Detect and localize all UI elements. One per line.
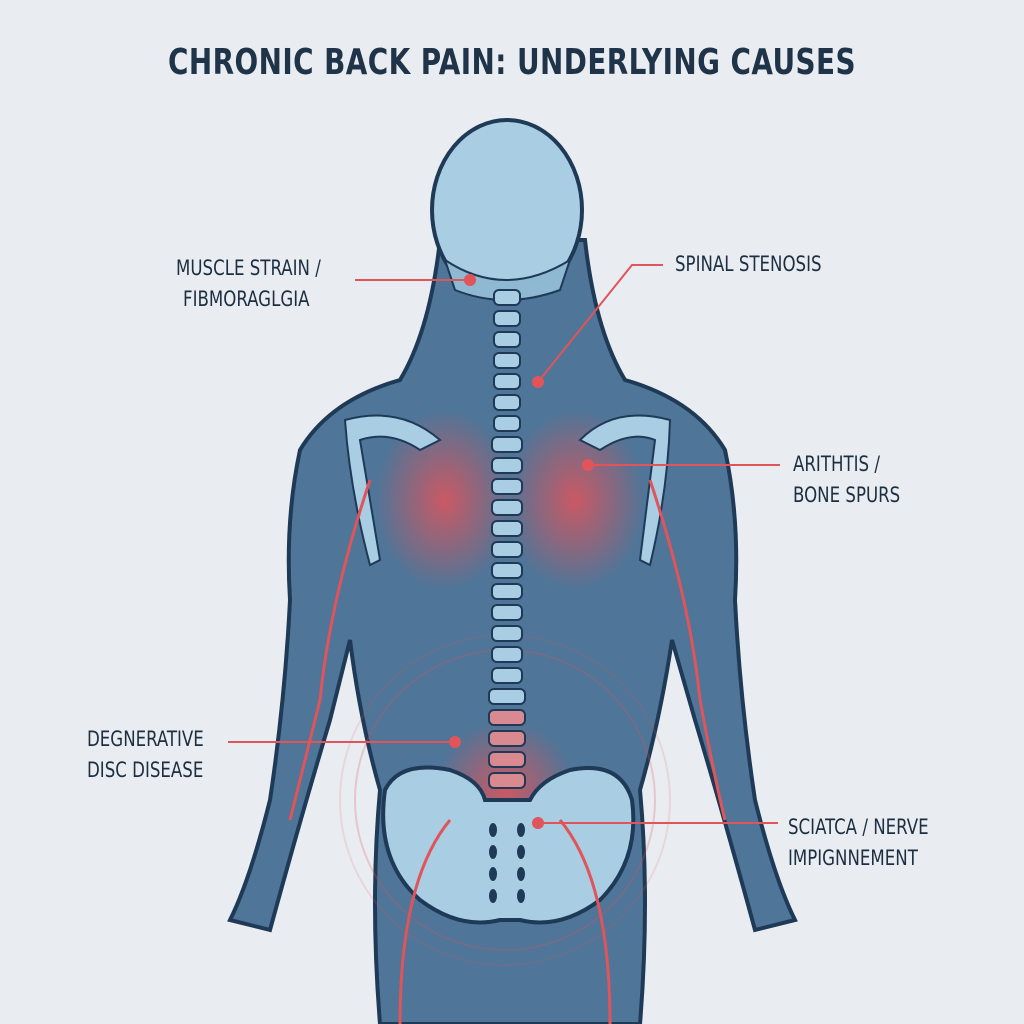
- vertebra: [491, 625, 523, 642]
- label-line: FIBMORAGLGIA: [183, 287, 310, 311]
- label-line: SPINAL STENOSIS: [675, 252, 822, 276]
- label-line: DISC DISEASE: [87, 758, 204, 782]
- vertebra: [493, 310, 521, 327]
- sacral-foramen: [489, 823, 497, 837]
- vertebra: [491, 499, 523, 516]
- label-line: MUSCLE STRAIN /: [176, 256, 321, 280]
- vertebra: [491, 667, 523, 684]
- vertebra: [491, 562, 523, 579]
- pain-area-upper-right: [505, 410, 645, 590]
- vertebra: [491, 520, 523, 537]
- vertebra: [491, 457, 523, 474]
- vertebra: [488, 751, 526, 768]
- leader-line-spinal-stenosis: [537, 264, 663, 383]
- vertebra: [493, 331, 521, 348]
- vertebra: [488, 688, 526, 705]
- label-degenerative-disc: DEGNERATIVE DISC DISEASE: [87, 724, 204, 786]
- sacral-foramen: [517, 845, 525, 859]
- vertebra: [493, 352, 521, 369]
- label-muscle-strain: MUSCLE STRAIN / FIBMORAGLGIA: [176, 253, 321, 315]
- vertebra: [491, 646, 523, 663]
- sacral-foramen: [517, 889, 525, 903]
- vertebra: [491, 541, 523, 558]
- vertebra: [493, 289, 521, 306]
- sacral-foramen: [489, 867, 497, 881]
- sacral-foramen: [517, 823, 525, 837]
- sacral-foramen: [517, 867, 525, 881]
- label-sciatica: SCIATCA / NERVE IMPIGNNEMENT: [788, 812, 929, 874]
- label-line: DEGNERATIVE: [87, 727, 204, 751]
- right-scapula: [578, 414, 672, 567]
- spine: [488, 289, 526, 903]
- vertebra: [493, 415, 521, 432]
- pain-area-upper-left: [375, 410, 515, 590]
- label-arthritis: ARITHTIS / BONE SPURS: [793, 449, 900, 511]
- sacral-foramen: [489, 845, 497, 859]
- sacral-foramen: [489, 889, 497, 903]
- left-scapula: [343, 414, 442, 567]
- pelvis: [381, 765, 636, 925]
- vertebra: [488, 730, 526, 747]
- vertebra: [493, 373, 521, 390]
- page-title: CHRONIC BACK PAIN: UNDERLYING CAUSES: [168, 42, 856, 83]
- vertebra: [488, 772, 526, 789]
- vertebra: [491, 478, 523, 495]
- vertebra: [491, 583, 523, 600]
- label-line: ARITHTIS /: [793, 452, 880, 476]
- vertebra: [493, 394, 521, 411]
- label-line: IMPIGNNEMENT: [788, 846, 918, 870]
- label-spinal-stenosis: SPINAL STENOSIS: [675, 249, 822, 280]
- vertebra: [491, 436, 523, 453]
- vertebra: [488, 709, 526, 726]
- label-line: BONE SPURS: [793, 483, 901, 507]
- vertebra: [491, 604, 523, 621]
- label-line: SCIATCA / NERVE: [788, 815, 929, 839]
